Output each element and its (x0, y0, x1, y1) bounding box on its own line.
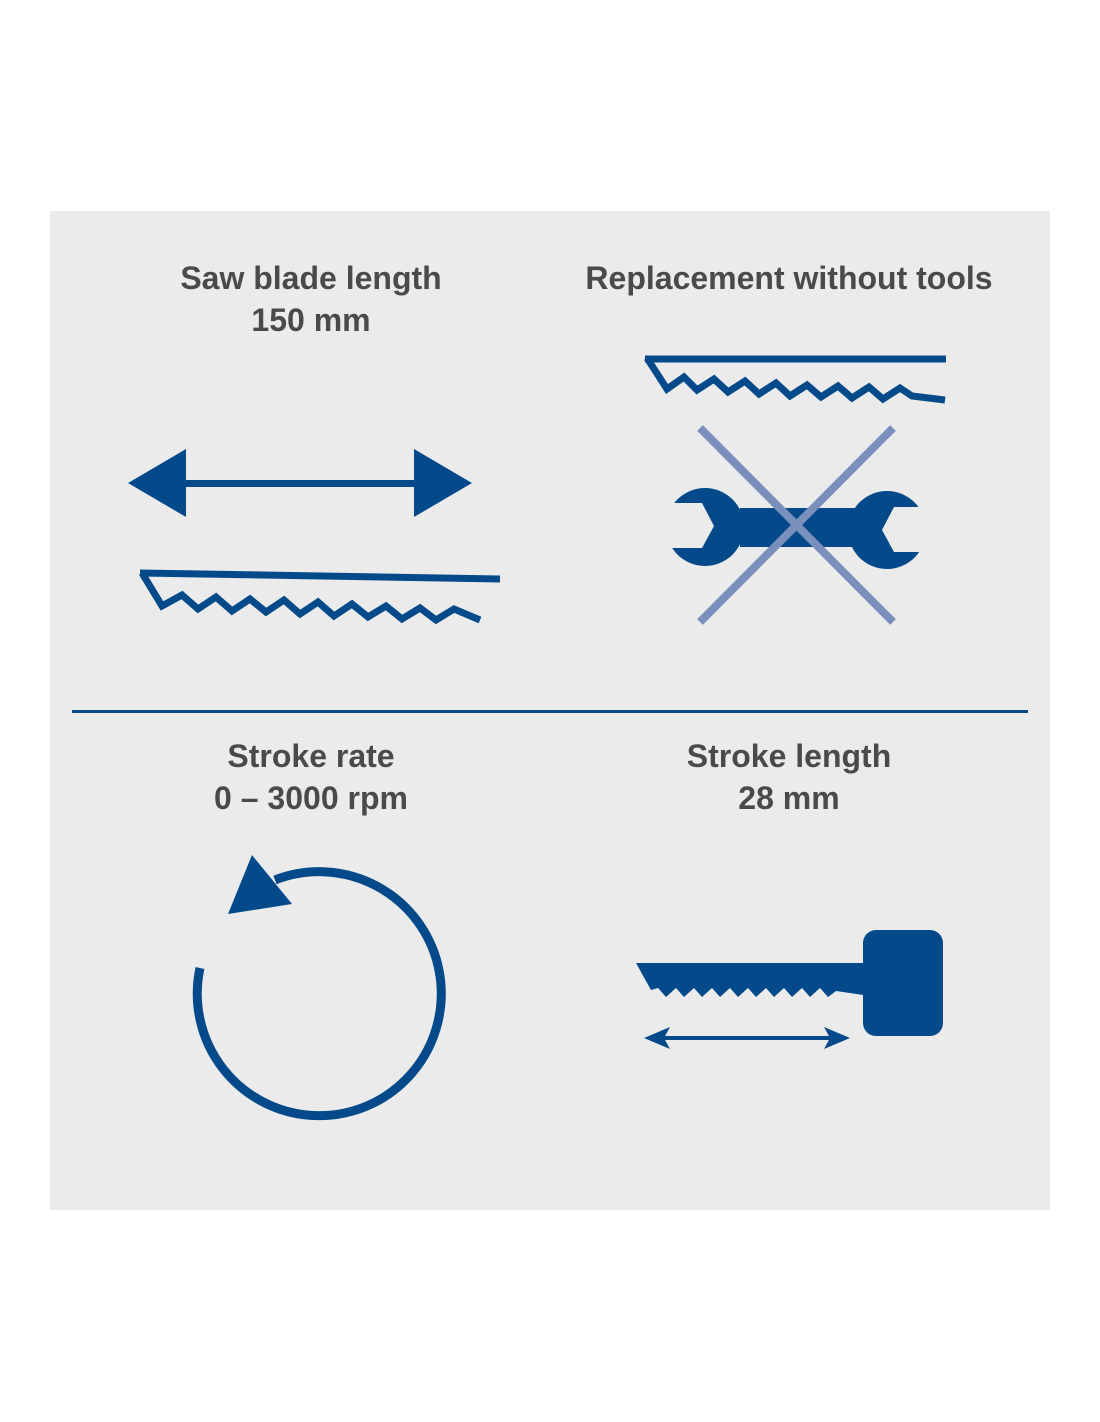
feature-title: Replacement without tools (585, 260, 993, 296)
double-arrow-icon (128, 449, 472, 517)
stroke-double-arrow-icon (644, 1027, 850, 1049)
saw-blade-icon (139, 569, 501, 625)
feature-stroke-rate: Stroke rate 0 – 3000 rpm (61, 735, 561, 819)
wrench-icon (660, 488, 935, 569)
rotation-arrow-icon (192, 855, 446, 1121)
saw-blade-icon (644, 355, 946, 404)
feature-value: 0 – 3000 rpm (214, 780, 408, 816)
feature-stroke-length: Stroke length 28 mm (539, 735, 1039, 819)
feature-replacement: Replacement without tools (539, 257, 1039, 299)
cross-icon (697, 425, 896, 625)
feature-title: Stroke rate (227, 738, 395, 774)
feature-value: 28 mm (738, 780, 840, 816)
stroke-length-blade-icon (636, 930, 943, 1036)
feature-title: Saw blade length (180, 260, 442, 296)
feature-value: 150 mm (251, 302, 371, 338)
feature-title: Stroke length (686, 738, 892, 774)
feature-saw-blade-length: Saw blade length 150 mm (61, 257, 561, 341)
divider (72, 710, 1028, 713)
